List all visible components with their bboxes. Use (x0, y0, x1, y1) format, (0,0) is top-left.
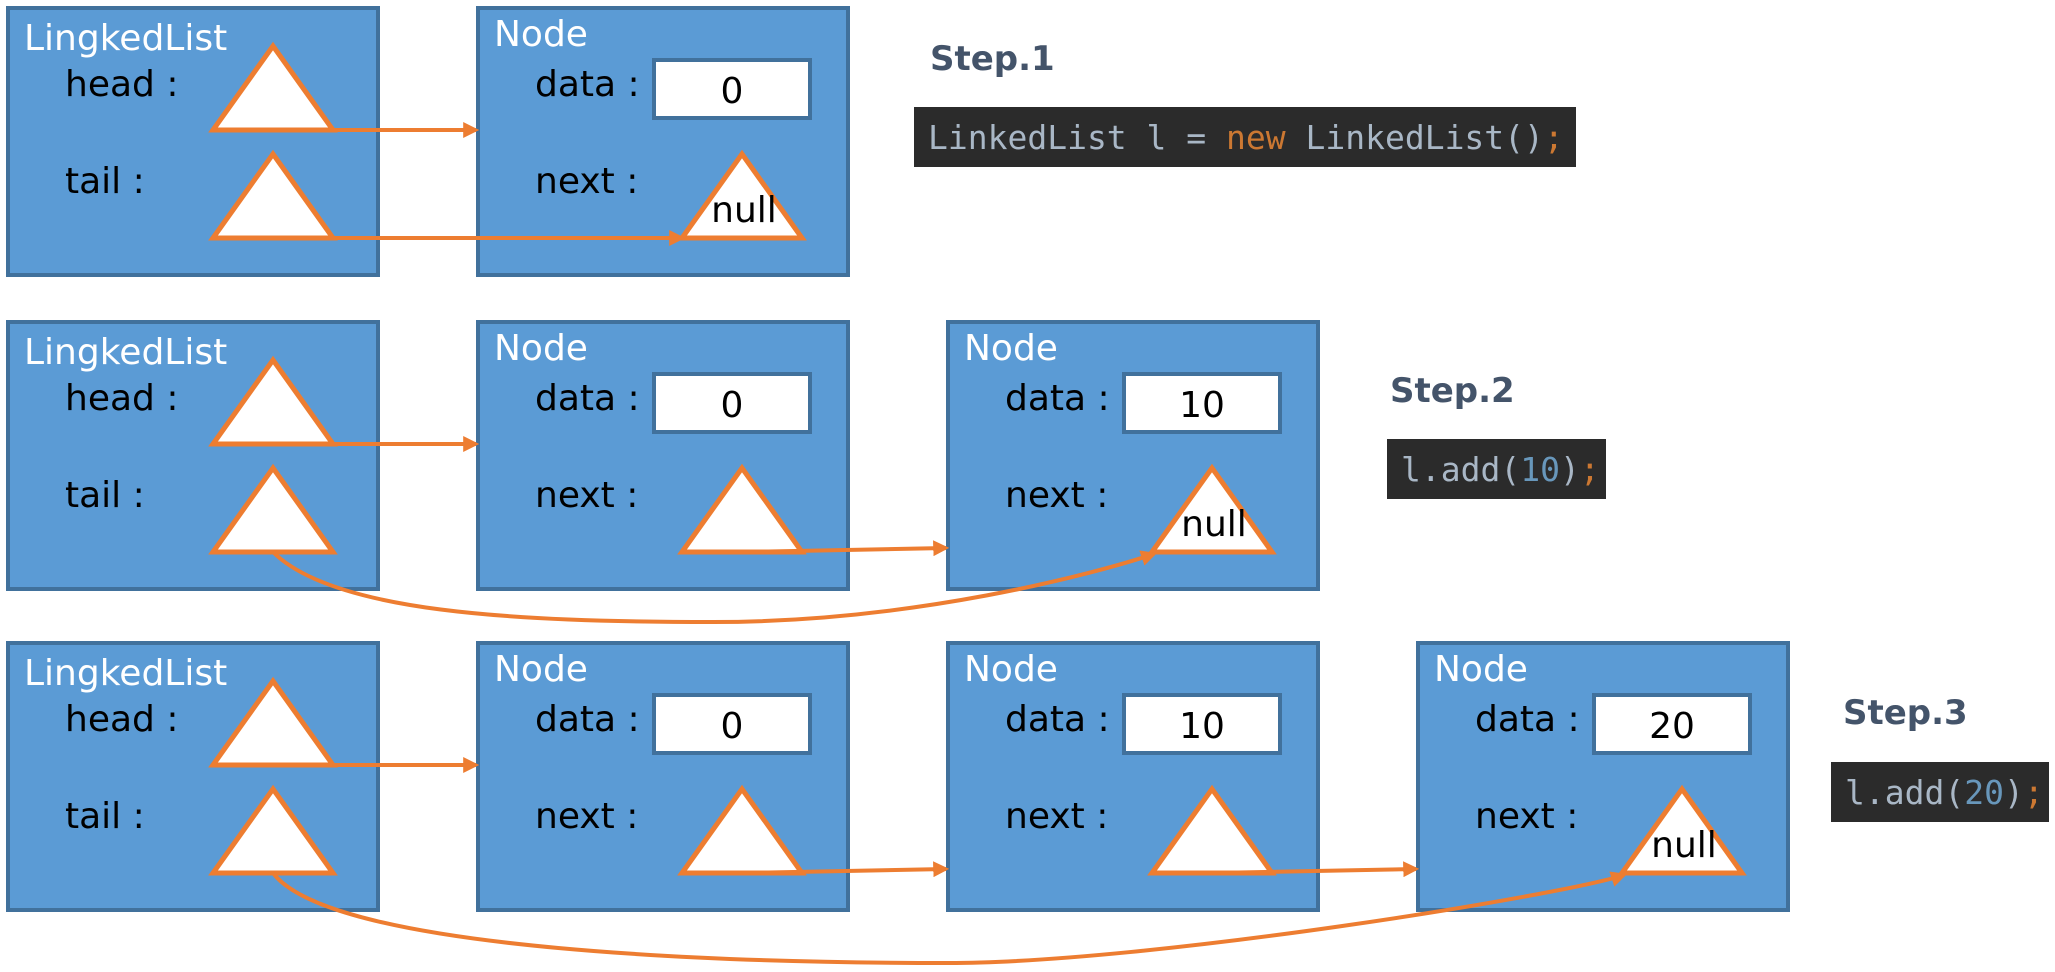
data-value-box (1122, 693, 1282, 755)
code-token: l.add( (1845, 773, 1964, 812)
head-label: head : (65, 64, 178, 105)
linkedlist-title: LingkedList (24, 653, 227, 694)
linkedlist-title: LingkedList (24, 332, 227, 373)
linkedlist-title: LingkedList (24, 18, 227, 59)
data-value: 0 (721, 385, 744, 426)
next-pointer-triangle (677, 149, 807, 241)
code-token: ; (1544, 118, 1564, 157)
code-token: ; (1580, 450, 1600, 489)
next-pointer-triangle (1147, 463, 1277, 555)
code-line: l.add(20); (1845, 773, 2044, 812)
code-token: l.add( (1401, 450, 1520, 489)
data-value-box (1122, 372, 1282, 434)
code-token: ; (2024, 773, 2044, 812)
null-label: null (711, 190, 777, 231)
tail-label: tail : (65, 161, 145, 202)
data-value-box (652, 58, 812, 120)
code-token: 10 (1520, 450, 1560, 489)
code-token: ) (2004, 773, 2024, 812)
node-title: Node (964, 649, 1058, 690)
data-value: 20 (1649, 706, 1695, 747)
tail-arrow (271, 550, 1158, 625)
data-label: data : (535, 378, 640, 419)
node-box: Node data : 0 next : null (476, 6, 850, 277)
data-value-box (1592, 693, 1752, 755)
node-title: Node (494, 14, 588, 55)
step-3-row: LingkedList head : tail : Node data : 0 next :… (6, 641, 1790, 912)
data-label: data : (535, 699, 640, 740)
data-value-box (652, 693, 812, 755)
node-box: Node data : 10 next : (946, 641, 1320, 912)
step-2-panel: Step.2 l.add(10); (1387, 371, 1606, 499)
code-token: LinkedList l = (928, 118, 1226, 157)
code-box (1831, 762, 2049, 822)
linkedlist-box: LingkedList head : tail : (6, 320, 380, 591)
next-label: next : (1005, 475, 1108, 516)
code-token: LinkedList() (1286, 118, 1544, 157)
tail-label: tail : (65, 796, 145, 837)
next-arrow (1211, 861, 1420, 878)
node-title: Node (494, 328, 588, 369)
next-label: next : (535, 161, 638, 202)
node-title: Node (494, 649, 588, 690)
linkedlist-box: LingkedList head : tail : (6, 641, 380, 912)
step-1-arrows (273, 122, 686, 246)
node-box: Node data : 0 next : (476, 641, 850, 912)
data-value: 10 (1179, 706, 1225, 747)
step-3-arrows (271, 757, 1628, 966)
next-label: next : (535, 796, 638, 837)
tail-label: tail : (65, 475, 145, 516)
linkedlist-box: LingkedList head : tail : (6, 6, 380, 277)
data-value: 10 (1179, 385, 1225, 426)
code-line: LinkedList l = new LinkedList(); (928, 118, 1564, 157)
step-2-row: LingkedList head : tail : Node data : 0 next :… (6, 320, 1320, 591)
code-token: new (1226, 118, 1286, 157)
next-label: next : (535, 475, 638, 516)
node-box: Node data : 0 next : (476, 320, 850, 591)
code-line: l.add(10); (1401, 450, 1600, 489)
node-title: Node (964, 328, 1058, 369)
data-value-box (652, 372, 812, 434)
code-box (914, 107, 1576, 167)
head-label: head : (65, 699, 178, 740)
data-label: data : (1005, 378, 1110, 419)
data-label: data : (1005, 699, 1110, 740)
next-label: next : (1475, 796, 1578, 837)
step-title: Step.3 (1843, 693, 1968, 733)
step-3-panel: Step.3 l.add(20); (1831, 693, 2049, 822)
next-label: next : (1005, 796, 1108, 837)
code-token: 20 (1964, 773, 2004, 812)
next-arrow (741, 861, 950, 878)
null-label: null (1651, 825, 1717, 866)
step-title: Step.2 (1390, 371, 1515, 411)
null-label: null (1181, 504, 1247, 545)
step-title: Step.1 (930, 39, 1055, 79)
node-box: Node data : 10 next : null (946, 320, 1320, 591)
next-pointer-triangle (1617, 784, 1747, 876)
step-1-row: LingkedList head : tail : Node data : 0 next :… (6, 6, 850, 277)
head-label: head : (65, 378, 178, 419)
next-arrow (741, 540, 950, 557)
node-box: Node data : 20 next : null (1416, 641, 1790, 912)
node-title: Node (1434, 649, 1528, 690)
step-2-arrows (271, 436, 1158, 625)
code-token: ) (1560, 450, 1580, 489)
data-label: data : (535, 64, 640, 105)
data-label: data : (1475, 699, 1580, 740)
data-value: 0 (721, 71, 744, 112)
data-value: 0 (721, 706, 744, 747)
code-box (1387, 439, 1606, 499)
tail-arrow (271, 871, 1628, 966)
